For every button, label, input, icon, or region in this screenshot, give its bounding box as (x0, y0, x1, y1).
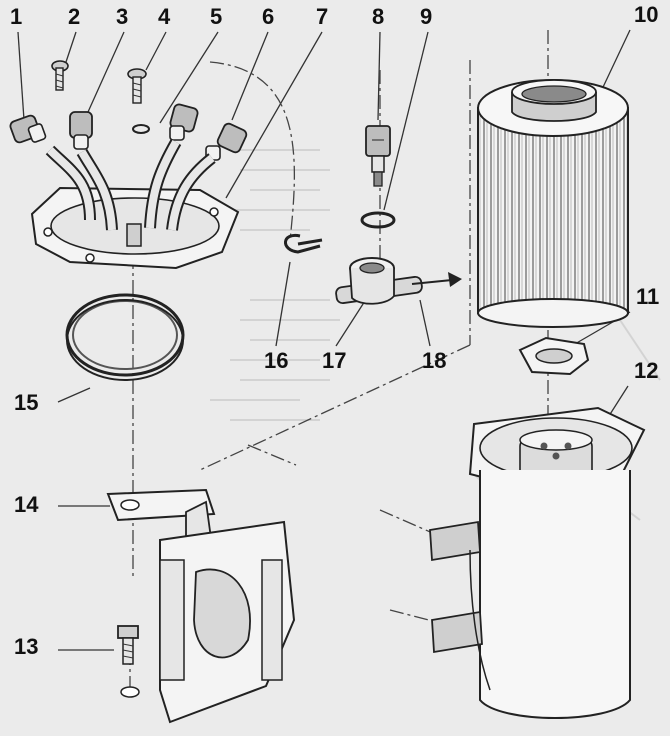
connector-6a (169, 103, 199, 141)
callout-10: 10 (634, 2, 659, 27)
bolt-13 (117, 625, 139, 665)
connector-1 (9, 114, 47, 144)
callout-9: 9 (420, 4, 433, 29)
callout-14: 14 (14, 492, 39, 517)
callout-8: 8 (372, 4, 385, 29)
sensor-8 (365, 125, 391, 187)
o-ring-5 (132, 124, 150, 134)
callout-4: 4 (158, 4, 171, 29)
callout-2: 2 (68, 4, 81, 29)
callout-18: 18 (422, 348, 447, 373)
valve-housing-17 (335, 257, 423, 305)
seal-plate-11 (518, 336, 590, 376)
o-ring-9 (360, 211, 396, 229)
callout-17: 17 (322, 348, 347, 373)
direction-arrow-18 (411, 272, 462, 287)
callout-16: 16 (264, 348, 289, 373)
filter-cover-7 (30, 139, 240, 270)
mounting-bracket-14 (106, 488, 296, 724)
connector-3 (69, 111, 93, 150)
retaining-clip-16 (284, 233, 323, 254)
callout-13: 13 (14, 634, 39, 659)
gasket-15 (65, 293, 185, 381)
filter-housing-12 (429, 406, 646, 719)
callout-15: 15 (14, 390, 39, 415)
screw-2 (51, 60, 69, 91)
filter-element-10 (477, 79, 629, 328)
callout-1: 1 (10, 4, 23, 29)
callout-6: 6 (262, 4, 275, 29)
screw-4 (127, 68, 147, 104)
callout-11: 11 (636, 284, 660, 309)
callout-3: 3 (116, 4, 129, 29)
callout-5: 5 (210, 4, 223, 29)
connector-6b (205, 122, 248, 161)
callout-7: 7 (316, 4, 329, 29)
callout-12: 12 (634, 358, 659, 383)
